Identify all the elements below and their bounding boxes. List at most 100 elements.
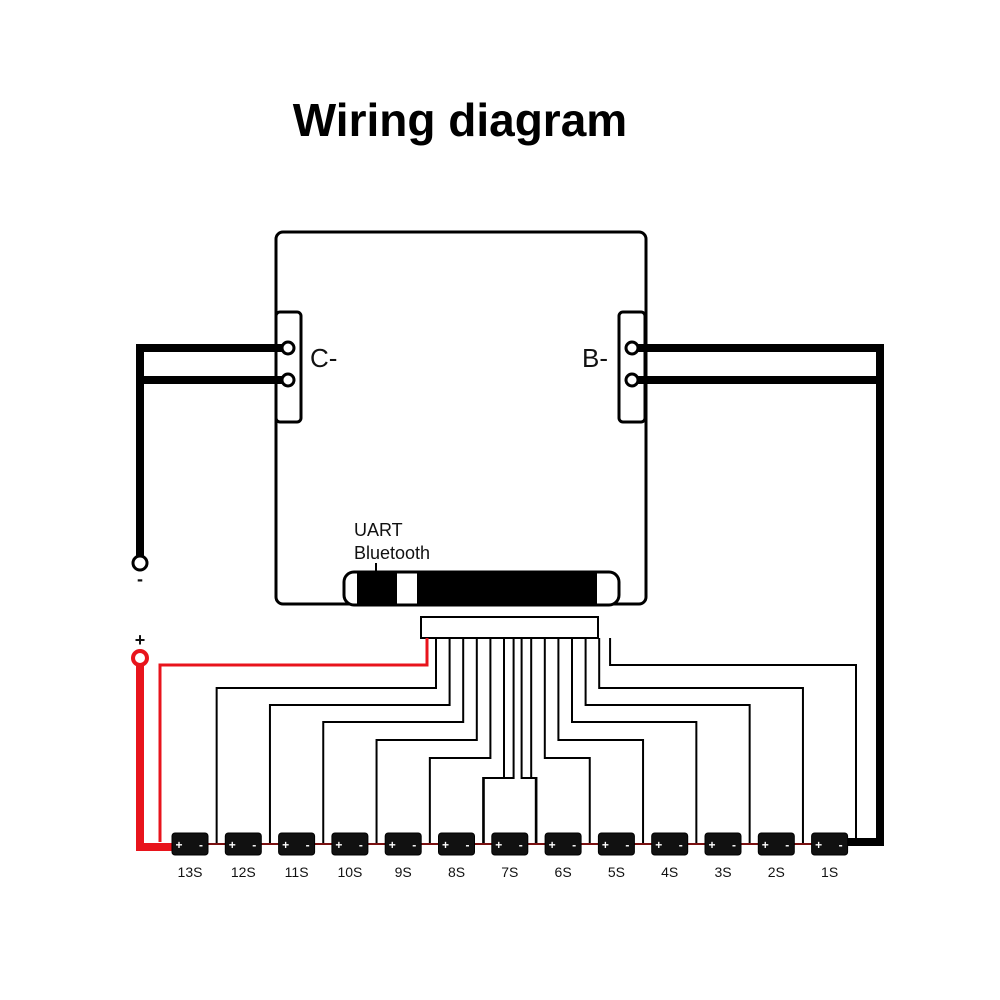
balance-wire: [584, 638, 751, 843]
battery-cell: + -9S: [384, 832, 422, 880]
battery-cell: + -1S: [811, 832, 849, 880]
positive-symbol: +: [135, 630, 146, 650]
battery-cell-body: [491, 832, 529, 856]
cell-plus-symbol: +: [815, 838, 822, 852]
battery-cell-body: [757, 832, 795, 856]
battery-cell: + - 13S: [171, 832, 209, 880]
negative-output-terminal: [131, 554, 149, 572]
cell-minus-symbol: -: [572, 838, 576, 852]
balance-wires: [215, 638, 857, 843]
cell-minus-symbol: -: [785, 838, 789, 852]
balance-wire: [215, 638, 437, 843]
battery-cells: +-13S+-12S+-11S+-10S+-9S+-8S+-7S+-6S+-5S…: [171, 832, 849, 880]
cell-label: 10S: [337, 864, 362, 880]
cell-plus-symbol: +: [655, 838, 662, 852]
battery-cell: + -3S: [704, 832, 742, 880]
balance-wire: [520, 638, 537, 843]
balance-wire: [268, 638, 451, 843]
port-connector: [342, 570, 621, 607]
battery-cell: + - 11S: [278, 832, 316, 880]
battery-cell: + -7S: [491, 832, 529, 880]
battery-cell: + - 12S: [224, 832, 262, 880]
cell-plus-symbol: +: [442, 838, 449, 852]
b-terminal-screw-1: [624, 340, 640, 356]
cell-minus-symbol: -: [306, 838, 310, 852]
cell-plus-symbol: +: [762, 838, 769, 852]
cell-plus-symbol: +: [708, 838, 715, 852]
cell-minus-symbol: -: [199, 838, 203, 852]
c-terminal-label: C-: [310, 343, 337, 373]
c-terminal-screw-1: [280, 340, 296, 356]
cell-plus-symbol: +: [549, 838, 556, 852]
cell-label: 9S: [395, 864, 412, 880]
cell-plus-symbol: +: [175, 838, 182, 852]
cell-plus-symbol: +: [229, 838, 236, 852]
battery-cell-body: [331, 832, 369, 856]
cell-label: 7S: [501, 864, 518, 880]
c-negative-wires: [136, 344, 282, 556]
cell-minus-symbol: -: [839, 838, 843, 852]
cell-plus-symbol: +: [335, 838, 342, 852]
cell-minus-symbol: -: [519, 838, 523, 852]
cell-minus-symbol: -: [252, 838, 256, 852]
cell-minus-symbol: -: [412, 838, 416, 852]
battery-cell-body: [384, 832, 422, 856]
balance-wire: [609, 638, 857, 843]
balance-wire: [482, 638, 505, 843]
battery-cell: + -8S: [438, 832, 475, 880]
battery-cell: + -4S: [651, 832, 689, 880]
positive-output-terminal: [131, 649, 149, 667]
cell-minus-symbol: -: [732, 838, 736, 852]
balance-wire: [543, 638, 591, 843]
cell-label: 1S: [821, 864, 838, 880]
uart-label: UART: [354, 520, 403, 540]
cell-minus-symbol: -: [625, 838, 629, 852]
cell-plus-symbol: +: [282, 838, 289, 852]
battery-cell-body: [811, 832, 849, 856]
bluetooth-label: Bluetooth: [354, 543, 430, 563]
b-terminal-screw-2: [624, 372, 640, 388]
cell-label: 2S: [768, 864, 785, 880]
cell-label: 6S: [555, 864, 572, 880]
cell-minus-symbol: -: [466, 838, 470, 852]
battery-cell-body: [171, 832, 209, 856]
cell-label: 11S: [285, 864, 309, 880]
diagram-title: Wiring diagram: [293, 94, 627, 146]
battery-cell-body: [597, 832, 635, 856]
c-terminal-screw-2: [280, 372, 296, 388]
cell-label: 8S: [448, 864, 465, 880]
cell-label: 5S: [608, 864, 625, 880]
bms-board: [274, 230, 648, 606]
cell-plus-symbol: +: [389, 838, 396, 852]
balance-wire: [375, 638, 478, 843]
balance-wire: [322, 638, 465, 843]
balance-wire: [571, 638, 698, 843]
battery-cell-body: [224, 832, 262, 856]
balance-wire: [557, 638, 645, 843]
cell-plus-symbol: +: [602, 838, 609, 852]
battery-cell-body: [704, 832, 742, 856]
cell-plus-symbol: +: [495, 838, 502, 852]
battery-cell-body: [544, 832, 582, 856]
positive-wire: [136, 638, 429, 851]
balance-wire: [598, 638, 804, 843]
cell-label: 13S: [178, 864, 203, 880]
cell-minus-symbol: -: [679, 838, 683, 852]
balance-connector: [420, 616, 599, 639]
cell-label: 12S: [231, 864, 256, 880]
cell-label: 4S: [661, 864, 678, 880]
battery-cell-body: [651, 832, 689, 856]
battery-cell: + -2S: [757, 832, 795, 880]
balance-wire: [428, 638, 492, 843]
cell-label: 3S: [714, 864, 731, 880]
negative-symbol: -: [137, 569, 143, 589]
b-terminal-block: [617, 310, 647, 424]
battery-cell-body: [278, 832, 316, 856]
battery-cell-body: [438, 832, 475, 856]
battery-cell: + -6S: [544, 832, 582, 880]
battery-cell: +-10S: [331, 832, 369, 880]
balance-wire: [482, 638, 515, 843]
battery-cell: + -5S: [597, 832, 635, 880]
b-terminal-label: B-: [582, 343, 608, 373]
